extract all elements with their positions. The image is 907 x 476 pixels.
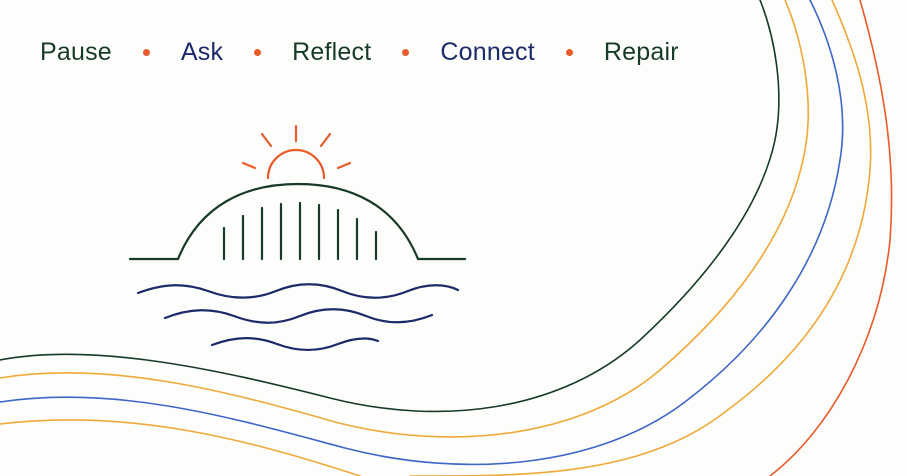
word-pause: Pause <box>40 37 112 66</box>
separator-dot <box>254 48 262 56</box>
bridge-icon <box>128 182 467 261</box>
flow-line-gold-1 <box>0 0 810 438</box>
waves-icon <box>136 283 460 352</box>
flow-line-gold-2 <box>0 0 872 476</box>
flow-line-blue <box>0 0 844 466</box>
values-row: Pause Ask Reflect Connect Repair <box>40 34 679 70</box>
sun-icon <box>241 124 352 180</box>
separator-dot <box>565 48 573 56</box>
word-repair: Repair <box>603 37 679 66</box>
flow-line-green <box>0 0 780 413</box>
flow-line-orange <box>769 0 893 476</box>
word-connect: Connect <box>440 37 535 66</box>
separator-dot <box>142 48 150 56</box>
separator-dot <box>402 48 410 56</box>
word-reflect: Reflect <box>292 37 372 66</box>
word-ask: Ask <box>180 37 224 66</box>
